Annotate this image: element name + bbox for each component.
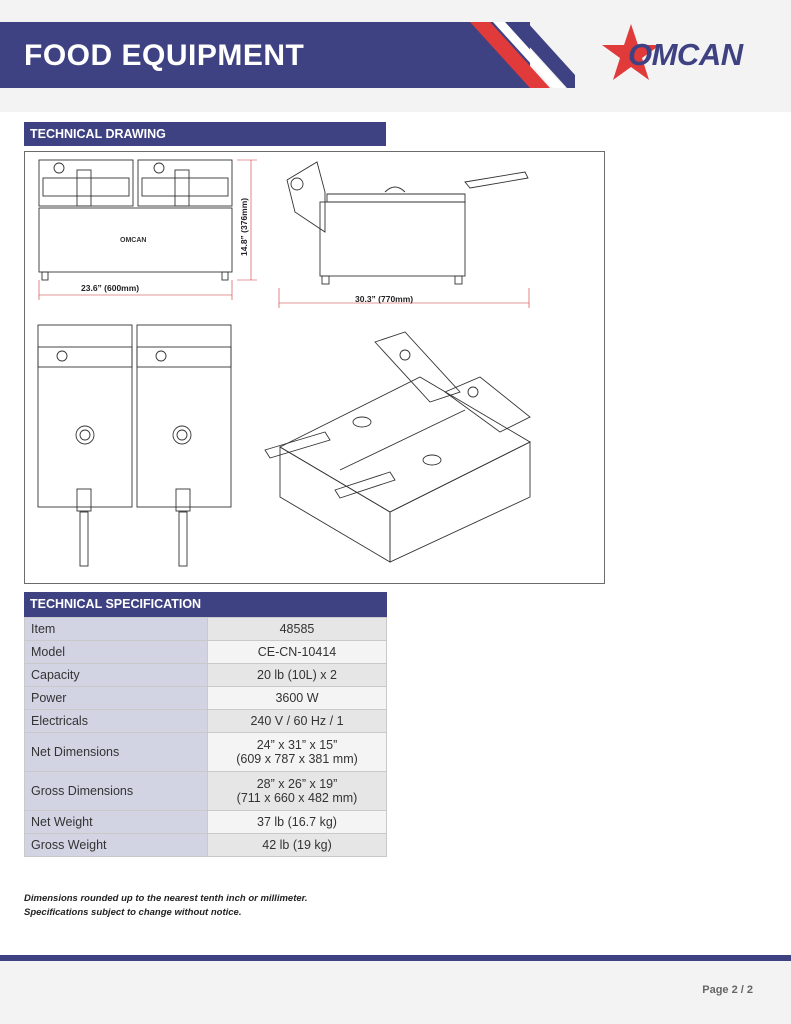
spec-value-line2: (711 x 660 x 482 mm) xyxy=(236,791,358,805)
spec-value: 240 V / 60 Hz / 1 xyxy=(207,709,387,733)
note-rounding: Dimensions rounded up to the nearest ten… xyxy=(24,893,308,904)
header-stripes xyxy=(470,22,575,88)
spec-label: Net Weight xyxy=(24,810,208,834)
spec-table: Item 48585 Model CE-CN-10414 Capacity 20… xyxy=(24,617,387,857)
spec-value: 24” x 31” x 15” (609 x 787 x 381 mm) xyxy=(207,732,387,772)
spec-value: 48585 xyxy=(207,617,387,641)
spec-value: 20 lb (10L) x 2 xyxy=(207,663,387,687)
dim-height-label: 14.8” (376mm) xyxy=(239,198,249,256)
spec-label: Electricals xyxy=(24,709,208,733)
note-specifications: Specifications subject to change without… xyxy=(24,907,242,918)
logo-star-icon xyxy=(602,24,660,80)
spec-label: Gross Dimensions xyxy=(24,771,208,811)
technical-drawing: 23.6” (600mm) 14.8” (376mm) OMCAN 30.3” … xyxy=(24,151,605,584)
spec-row-net-weight: Net Weight 37 lb (16.7 kg) xyxy=(24,810,387,834)
header-title: FOOD EQUIPMENT xyxy=(24,39,305,72)
brand-logo: OMCAN xyxy=(628,37,743,72)
spec-value: CE-CN-10414 xyxy=(207,640,387,664)
footer-rule xyxy=(0,955,791,961)
spec-label: Power xyxy=(24,686,208,710)
spec-row-net-dimensions: Net Dimensions 24” x 31” x 15” (609 x 78… xyxy=(24,732,387,772)
spec-row-gross-weight: Gross Weight 42 lb (19 kg) xyxy=(24,833,387,857)
spec-label: Item xyxy=(24,617,208,641)
unit-brand-label: OMCAN xyxy=(120,237,146,244)
dim-width-label: 23.6” (600mm) xyxy=(81,283,139,293)
spec-row-gross-dimensions: Gross Dimensions 28” x 26” x 19” (711 x … xyxy=(24,771,387,811)
dim-depth-label: 30.3” (770mm) xyxy=(355,294,413,304)
spec-value: 37 lb (16.7 kg) xyxy=(207,810,387,834)
spec-value-line2: (609 x 787 x 381 mm) xyxy=(236,752,358,766)
top-view-drawing xyxy=(37,324,232,567)
isometric-view-drawing xyxy=(264,331,531,563)
spec-row-model: Model CE-CN-10414 xyxy=(24,640,387,664)
page-header: FOOD EQUIPMENT OMCAN xyxy=(0,0,791,112)
spec-value-line1: 24” x 31” x 15” xyxy=(256,738,338,752)
front-view-drawing xyxy=(38,159,257,300)
drawing-figures: 23.6” (600mm) 14.8” (376mm) OMCAN 30.3” … xyxy=(37,159,531,567)
side-view-drawing xyxy=(278,161,530,308)
spec-value: 3600 W xyxy=(207,686,387,710)
spec-value-line1: 28” x 26” x 19” xyxy=(256,777,338,791)
spec-value: 42 lb (19 kg) xyxy=(207,833,387,857)
spec-row-electricals: Electricals 240 V / 60 Hz / 1 xyxy=(24,709,387,733)
spec-label: Model xyxy=(24,640,208,664)
spec-row-power: Power 3600 W xyxy=(24,686,387,710)
spec-label: Capacity xyxy=(24,663,208,687)
spec-label: Net Dimensions xyxy=(24,732,208,772)
header-banner xyxy=(0,22,530,88)
drawing-section-title: TECHNICAL DRAWING xyxy=(24,122,386,146)
spec-label: Gross Weight xyxy=(24,833,208,857)
page-number: Page 2 / 2 xyxy=(702,984,753,996)
page-footer xyxy=(0,961,791,1024)
spec-value: 28” x 26” x 19” (711 x 660 x 482 mm) xyxy=(207,771,387,811)
spec-section-title: TECHNICAL SPECIFICATION xyxy=(24,592,387,617)
spec-row-capacity: Capacity 20 lb (10L) x 2 xyxy=(24,663,387,687)
spec-row-item: Item 48585 xyxy=(24,617,387,641)
